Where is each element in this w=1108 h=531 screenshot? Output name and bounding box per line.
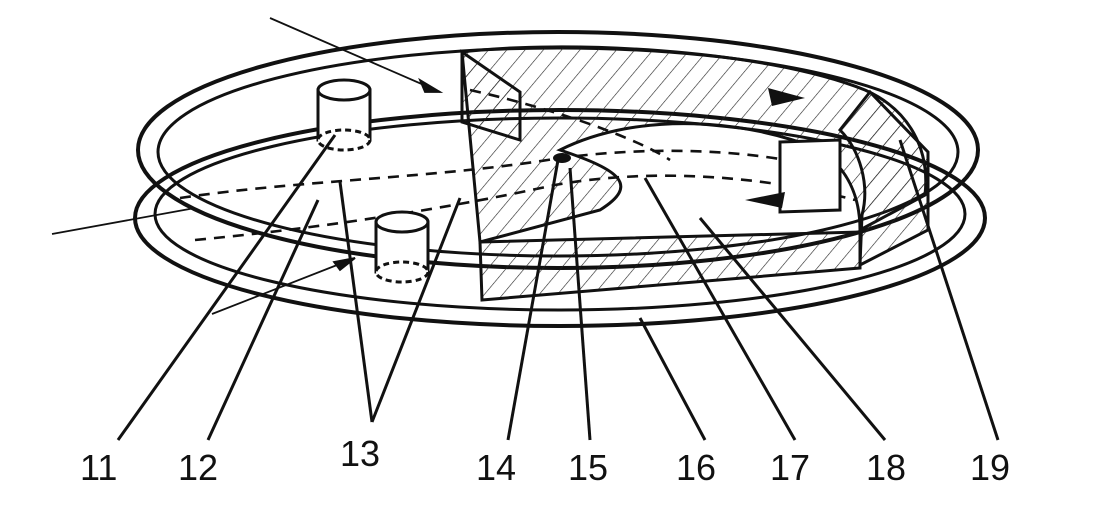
numeral-14: 14 bbox=[476, 447, 516, 488]
leader-lines bbox=[116, 134, 1000, 441]
vane-top-face bbox=[460, 45, 928, 244]
numeral-16: 16 bbox=[676, 447, 716, 488]
numeral-12: 12 bbox=[178, 447, 218, 488]
cylinder-lower bbox=[374, 210, 430, 284]
numeral-18: 18 bbox=[866, 447, 906, 488]
spiral-upper-arc bbox=[469, 88, 671, 162]
vane-block bbox=[460, 45, 930, 302]
leader-19 bbox=[898, 139, 1000, 441]
center-pin bbox=[553, 153, 571, 163]
leader-14 bbox=[506, 159, 560, 441]
numeral-19: 19 bbox=[970, 447, 1010, 488]
reference-numerals: 11 12 13 14 15 16 17 18 19 bbox=[80, 433, 1010, 488]
leader-18 bbox=[698, 217, 887, 441]
spiral-outer-arm bbox=[179, 149, 831, 200]
flow-arrow-lower bbox=[745, 192, 785, 208]
vane-right-wall bbox=[837, 89, 930, 268]
numeral-17: 17 bbox=[770, 447, 810, 488]
leader-17 bbox=[643, 177, 797, 441]
arrow-left-inlet bbox=[51, 207, 196, 235]
vane-left-face bbox=[460, 49, 522, 143]
leader-15 bbox=[568, 167, 592, 441]
leader-12 bbox=[206, 199, 320, 441]
leader-16 bbox=[638, 317, 707, 441]
flow-arrows bbox=[745, 88, 805, 208]
numeral-15: 15 bbox=[568, 447, 608, 488]
arrow-lower-inlet bbox=[211, 257, 356, 315]
cylinder-upper bbox=[316, 78, 372, 152]
flow-arrow-upper bbox=[768, 88, 805, 106]
leader-11 bbox=[116, 134, 337, 441]
numeral-11: 11 bbox=[80, 447, 117, 488]
leader-13b bbox=[370, 197, 462, 423]
numeral-13: 13 bbox=[340, 433, 380, 474]
arrow-top-inlet bbox=[269, 17, 441, 93]
leader-13a bbox=[338, 181, 374, 423]
vane-notch bbox=[778, 138, 842, 214]
arrow-top-inlet-head bbox=[418, 77, 444, 93]
